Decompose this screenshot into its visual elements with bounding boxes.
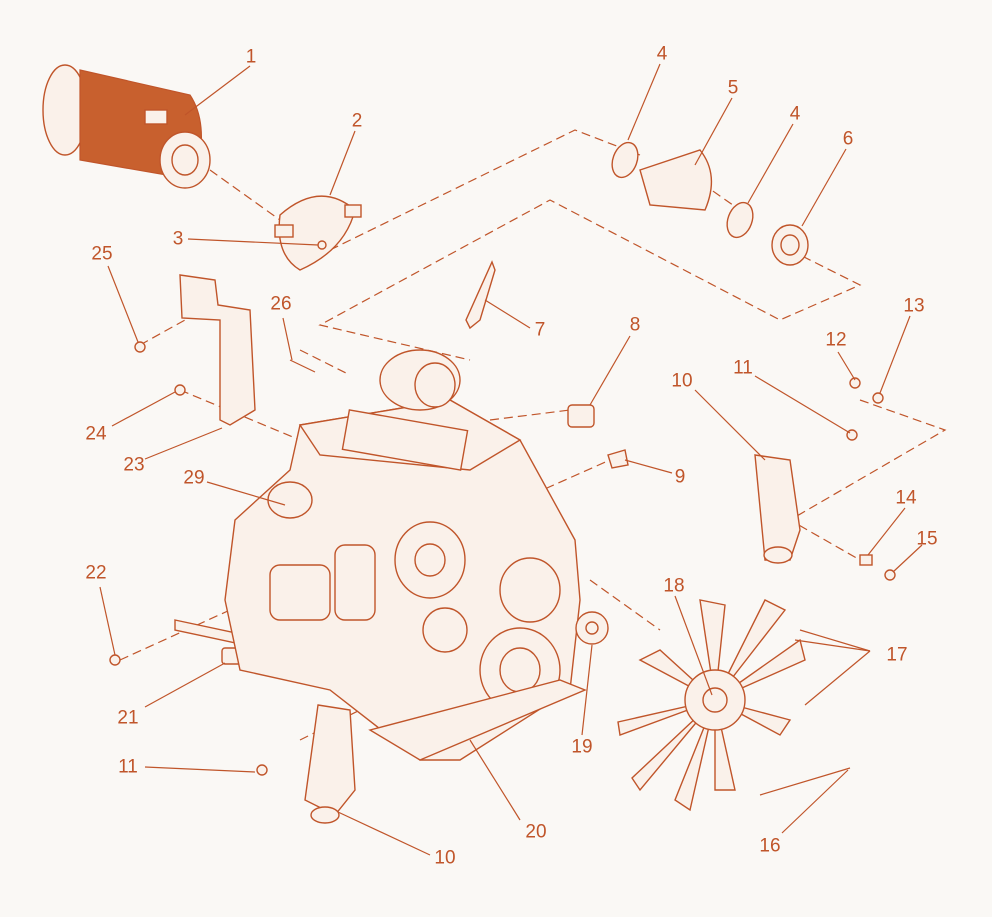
- callout-17: 17: [886, 644, 908, 666]
- callout-13: 13: [903, 295, 925, 317]
- water-pump-impeller: [575, 611, 609, 645]
- callout-9: 9: [674, 466, 686, 488]
- callout-6: 6: [842, 128, 854, 150]
- callout-29: 29: [183, 467, 205, 489]
- callout-23: 23: [123, 454, 145, 476]
- callout-26: 26: [270, 293, 292, 315]
- callout-1: 1: [245, 46, 257, 68]
- band-clamp-part: [274, 195, 362, 271]
- callout-8: 8: [629, 314, 641, 336]
- callout-22: 22: [85, 562, 107, 584]
- sensor-parts: [465, 260, 629, 469]
- callout-16: 16: [759, 835, 781, 857]
- callout-4a: 4: [656, 43, 668, 65]
- callout-14: 14: [895, 487, 917, 509]
- air-cleaner-part: [42, 64, 211, 189]
- intake-hose-parts: [611, 141, 809, 266]
- leader-lines: [99, 63, 923, 856]
- callout-15: 15: [916, 528, 938, 550]
- callout-24: 24: [85, 423, 107, 445]
- callout-21: 21: [117, 707, 139, 729]
- callout-5: 5: [727, 77, 739, 99]
- callout-19: 19: [571, 736, 593, 758]
- cooling-fan: [617, 599, 806, 812]
- callout-25: 25: [91, 243, 113, 265]
- callout-3: 3: [172, 228, 184, 250]
- callout-7: 7: [534, 319, 546, 341]
- callout-11b: 11: [118, 756, 138, 778]
- callout-18: 18: [663, 575, 685, 597]
- engine-mount-left: [304, 704, 356, 824]
- callout-10b: 10: [434, 847, 456, 869]
- engine-block: [224, 349, 587, 761]
- callout-2: 2: [351, 110, 363, 132]
- callout-12: 12: [825, 329, 847, 351]
- mounting-bracket: [179, 274, 256, 426]
- fasteners: [109, 341, 896, 796]
- callout-11a: 11: [733, 357, 753, 379]
- callout-4b: 4: [789, 103, 801, 125]
- callout-20: 20: [525, 821, 547, 843]
- callout-10a: 10: [671, 370, 693, 392]
- engine-mount-right: [754, 454, 801, 564]
